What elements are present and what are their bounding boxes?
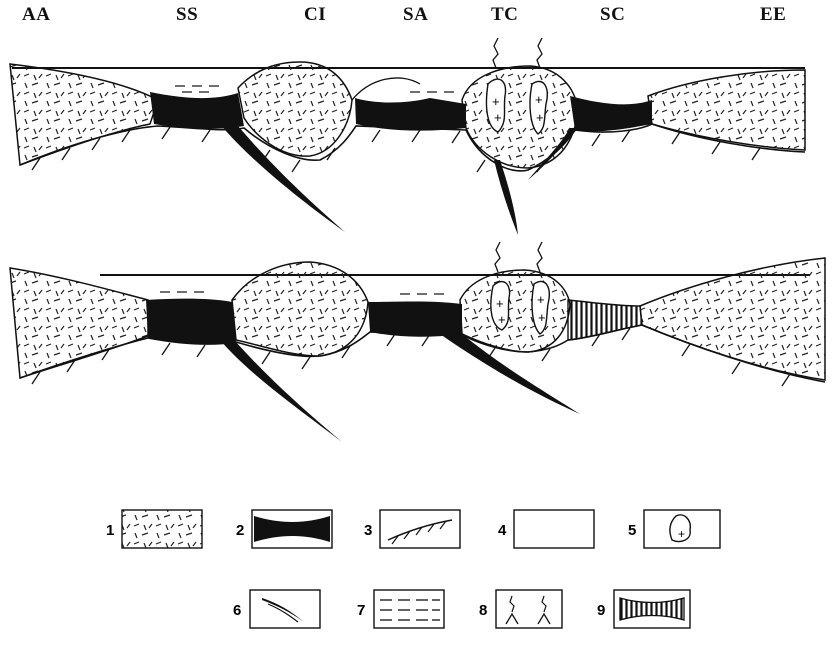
legend-number-7: 7	[357, 602, 365, 619]
svg-text:+: +	[678, 527, 685, 541]
hatch-ticks-upper	[32, 127, 760, 172]
dashed-unit-tc	[462, 66, 578, 168]
dashed-unit-ee-lower	[640, 258, 825, 380]
svg-text:+: +	[537, 292, 545, 307]
legend-1-swatch	[122, 510, 202, 548]
volcano-tc-2	[537, 38, 542, 68]
svg-text:+: +	[538, 310, 546, 325]
section-lower: + + + +	[10, 242, 825, 442]
dashed-lines-ss	[175, 86, 219, 92]
legend-number-5: 5	[628, 522, 636, 539]
section-upper: + + + +	[10, 38, 805, 235]
volcano-tc-1	[493, 38, 498, 68]
legend-number-2: 2	[236, 522, 244, 539]
legend-7-swatch	[374, 590, 444, 628]
legend-number-8: 8	[479, 602, 487, 619]
legend-number-4: 4	[498, 522, 507, 539]
legend-number-1: 1	[106, 522, 114, 539]
svg-text:+: +	[498, 312, 506, 327]
dashed-unit-ee	[648, 70, 805, 150]
svg-text:+: +	[496, 296, 504, 311]
legend-number-6: 6	[233, 602, 241, 619]
black-basin-ss	[150, 92, 244, 129]
dashed-unit-aa	[10, 64, 158, 165]
svg-text:+: +	[492, 94, 500, 109]
legend-number-3: 3	[364, 522, 372, 539]
svg-text:+: +	[535, 92, 543, 107]
legend-8-swatch	[496, 590, 562, 628]
black-basin-sc	[570, 96, 652, 131]
svg-text:+: +	[536, 110, 544, 125]
svg-text:+: +	[494, 110, 502, 125]
black-basin-sa	[355, 98, 466, 131]
legend-number-9: 9	[597, 602, 605, 619]
dashed-unit-ci-lower	[232, 262, 368, 356]
legend-4-swatch	[514, 510, 594, 548]
striped-basin-sc	[568, 300, 642, 340]
dashed-unit-ci	[238, 62, 352, 156]
black-basin-ss-lower	[146, 299, 236, 344]
dashed-unit-aa-lower	[10, 268, 148, 378]
